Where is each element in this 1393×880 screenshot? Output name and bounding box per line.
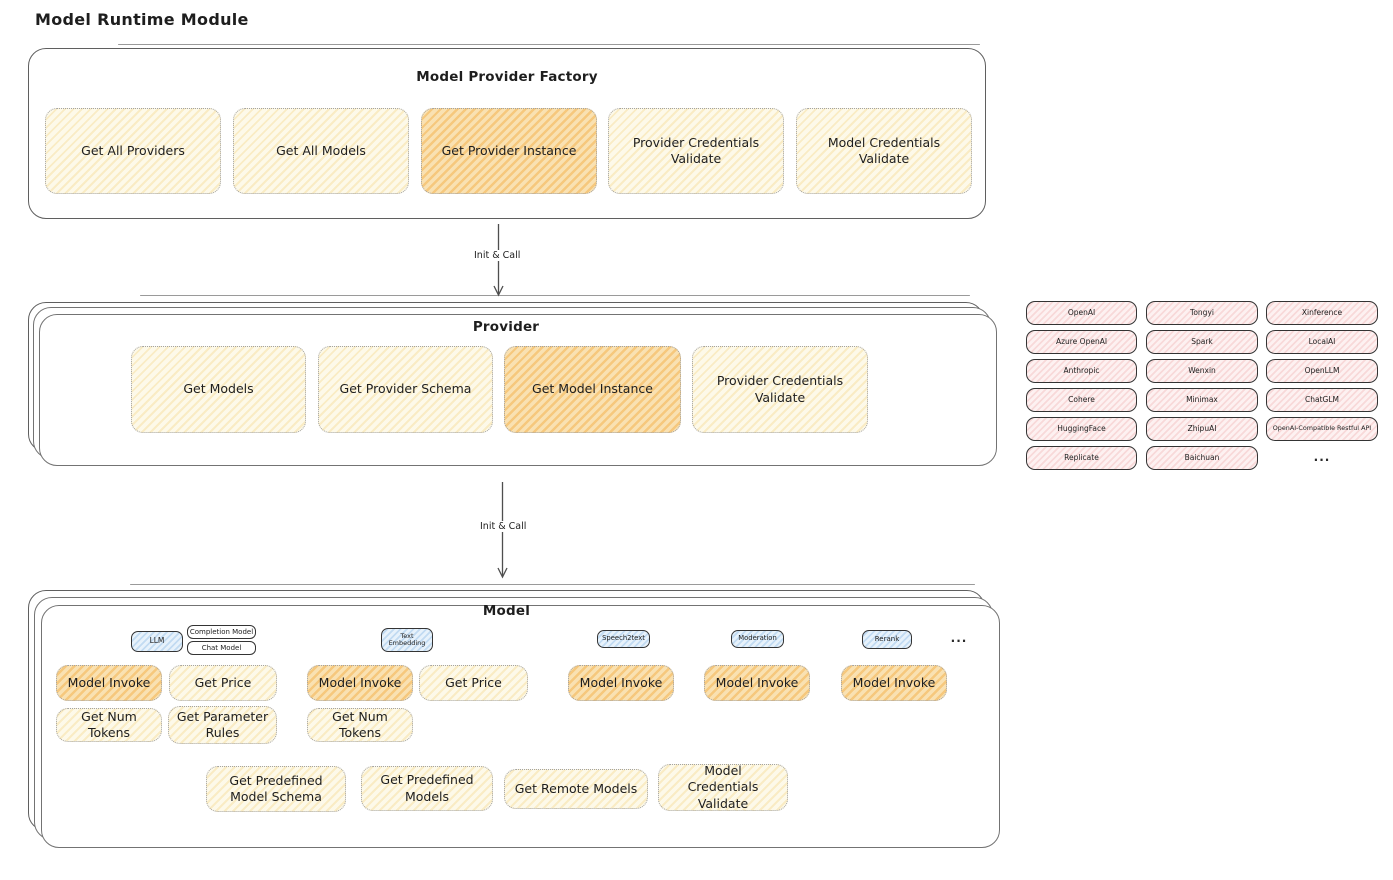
factory-box: Model Provider Factory Get All Providers… — [28, 48, 986, 219]
factory-rough-edge — [118, 44, 980, 45]
model-rough-edge — [130, 584, 975, 585]
text-embedding-button-get-price: Get Price — [419, 665, 528, 701]
provider-registry-column-3: Xinference LocalAI OpenLLM ChatGLM OpenA… — [1266, 301, 1378, 468]
provider-pill-minimax: Minimax — [1146, 388, 1258, 412]
provider-title: Provider — [472, 319, 540, 335]
provider-button-get-model-instance: Get Model Instance — [504, 346, 681, 433]
model-button-get-remote-models: Get Remote Models — [504, 769, 648, 809]
provider-pill-cohere: Cohere — [1026, 388, 1137, 412]
provider-pill-chatglm: ChatGLM — [1266, 388, 1378, 412]
model-tag-text-embedding: Text Embedding — [381, 628, 433, 652]
provider-box: Provider Get Models Get Provider Schema … — [28, 302, 984, 452]
model-button-get-predefined-model-schema: Get Predefined Model Schema — [206, 766, 346, 812]
llm-button-get-parameter-rules: Get Parameter Rules — [168, 706, 277, 744]
model-tag-llm: LLM — [131, 631, 183, 652]
provider-pill-wenxin: Wenxin — [1146, 359, 1258, 383]
provider-button-get-models: Get Models — [131, 346, 306, 433]
model-box: Model LLM Completion Model Chat Model Te… — [28, 590, 985, 831]
page-title: Model Runtime Module — [35, 10, 249, 29]
moderation-button-model-invoke: Model Invoke — [704, 665, 810, 701]
provider-registry-column-2: Tongyi Spark Wenxin Minimax ZhipuAI Baic… — [1146, 301, 1258, 470]
provider-pill-localai: LocalAI — [1266, 330, 1378, 354]
provider-pill-openllm: OpenLLM — [1266, 359, 1378, 383]
provider-pill-xinference: Xinference — [1266, 301, 1378, 325]
model-tags-ellipsis: ... — [950, 631, 968, 645]
provider-button-get-provider-schema: Get Provider Schema — [318, 346, 493, 433]
factory-title: Model Provider Factory — [416, 69, 598, 85]
factory-button-provider-credentials-validate: Provider Credentials Validate — [608, 108, 784, 194]
provider-pill-tongyi: Tongyi — [1146, 301, 1258, 325]
provider-rough-edge — [140, 295, 970, 296]
provider-registry-ellipsis: ... — [1313, 450, 1331, 464]
provider-button-provider-credentials-validate: Provider Credentials Validate — [692, 346, 868, 433]
provider-pill-spark: Spark — [1146, 330, 1258, 354]
rerank-button-model-invoke: Model Invoke — [841, 665, 947, 701]
model-tag-moderation: Moderation — [731, 630, 784, 648]
provider-pill-replicate: Replicate — [1026, 446, 1137, 470]
provider-pill-baichuan: Baichuan — [1146, 446, 1258, 470]
arrow-label-init-call-2: Init & Call — [477, 521, 530, 532]
arrow-label-init-call-1: Init & Call — [471, 250, 524, 261]
provider-pill-openai-compatible-restful-api: OpenAI-Compatible Restful API — [1266, 417, 1378, 441]
model-button-get-predefined-models: Get Predefined Models — [361, 766, 493, 811]
provider-pill-anthropic: Anthropic — [1026, 359, 1137, 383]
provider-pill-huggingface: HuggingFace — [1026, 417, 1137, 441]
arrow-down-icon — [493, 224, 504, 297]
model-tag-chat-model: Chat Model — [187, 641, 256, 655]
model-title: Model — [482, 603, 531, 619]
model-tag-speech2text: Speech2text — [597, 630, 650, 648]
text-embedding-button-model-invoke: Model Invoke — [307, 665, 413, 701]
speech2text-button-model-invoke: Model Invoke — [568, 665, 674, 701]
factory-button-get-all-providers: Get All Providers — [45, 108, 221, 194]
llm-button-get-num-tokens: Get Num Tokens — [56, 708, 162, 742]
provider-pill-openai: OpenAI — [1026, 301, 1137, 325]
provider-pill-azure-openai: Azure OpenAI — [1026, 330, 1137, 354]
factory-button-get-all-models: Get All Models — [233, 108, 409, 194]
provider-pill-zhipuai: ZhipuAI — [1146, 417, 1258, 441]
model-button-model-credentials-validate: Model Credentials Validate — [658, 763, 788, 811]
factory-button-get-provider-instance: Get Provider Instance — [421, 108, 597, 194]
model-tag-rerank: Rerank — [862, 630, 912, 649]
llm-button-model-invoke: Model Invoke — [56, 665, 162, 701]
factory-button-model-credentials-validate: Model Credentials Validate — [796, 108, 972, 194]
model-tag-completion-model: Completion Model — [187, 625, 256, 639]
provider-registry-column-1: OpenAI Azure OpenAI Anthropic Cohere Hug… — [1026, 301, 1137, 470]
text-embedding-button-get-num-tokens: Get Num Tokens — [307, 708, 413, 742]
llm-button-get-price: Get Price — [169, 665, 277, 701]
